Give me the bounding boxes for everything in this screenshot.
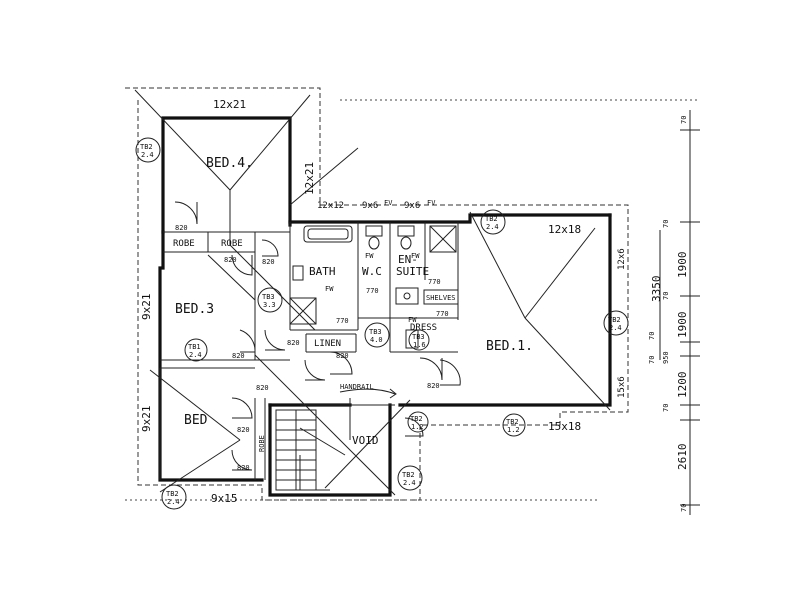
tag-tb2-bottom-left-value: 2.4 — [167, 498, 180, 506]
room-labels: BED.4. BED.3 BED BED.1. BATH W.C EN- SUI… — [173, 156, 533, 452]
dim-9x6-b-suffix: FV — [427, 199, 436, 207]
dim-12x21-side: 12x21 — [303, 162, 316, 195]
tag-tb2-right-value: 2.4 — [609, 324, 622, 332]
door-width: 770 — [436, 310, 449, 318]
door-width: 820 — [237, 426, 250, 434]
door-width: 820 — [224, 256, 237, 264]
door-width: 820 — [427, 382, 440, 390]
tag-tb1-value: 2.4 — [189, 351, 202, 359]
tag-tb2-middle: TB2 — [485, 215, 498, 223]
tag-tb2-lower-a: TB2 — [410, 415, 423, 423]
door-width: 820 — [232, 352, 245, 360]
dim-15x6: 15x6 — [617, 376, 627, 398]
room-label-bath: BATH — [309, 265, 336, 278]
dim-9x6-b: 9x6 — [404, 201, 420, 211]
tag-tb2-top-left-value: 2.4 — [141, 151, 154, 159]
scale-value: 70 — [680, 116, 688, 124]
fw-mark: FW — [411, 252, 420, 260]
scale-value: 1900 — [676, 252, 689, 279]
fixtures — [289, 225, 459, 349]
door-width: 820 — [237, 464, 250, 472]
dim-12x6: 12x6 — [617, 248, 627, 270]
tag-tb2-lower-a-value: 1.2 — [411, 423, 424, 431]
scale-value: 70 — [662, 404, 670, 412]
dim-12x18: 12x18 — [548, 223, 581, 236]
dim-9x6-a: 9x6 — [362, 201, 378, 211]
room-label-robe-vertical: ROBE — [258, 435, 266, 452]
interior-walls — [159, 222, 459, 480]
tag-tb3-left: TB3 — [262, 293, 275, 301]
tag-tb2-bottom-left: TB2 — [166, 490, 179, 498]
scale-labels: 70 70 1900 3350 70 1900 70 70 950 1200 7… — [648, 116, 689, 512]
room-label-suite: SUITE — [396, 265, 429, 278]
eave-outline — [125, 87, 700, 501]
room-label-linen: LINEN — [314, 339, 341, 349]
dim-12x21-top: 12x21 — [213, 98, 246, 111]
dim-12x12: 12x12 — [317, 201, 344, 211]
tag-tb2-top-left: TB2 — [140, 143, 153, 151]
scale-value: 70 — [648, 356, 656, 364]
door-width: 820 — [175, 224, 188, 232]
tag-tb3-dress-value: 1.6 — [413, 341, 426, 349]
room-label-robe-2: ROBE — [221, 239, 243, 249]
room-label-en: EN- — [398, 253, 418, 266]
room-label-bed3: BED.3 — [175, 302, 214, 317]
door-width: 820 — [287, 339, 300, 347]
tag-tb2-lower-b-value: 1.2 — [507, 426, 520, 434]
room-label-shelves: SHELVES — [426, 294, 456, 302]
room-label-dress: DRESS — [410, 323, 437, 333]
stair — [275, 388, 397, 491]
scale-value: 2610 — [676, 444, 689, 471]
room-label-robe-1: ROBE — [173, 239, 195, 249]
fixture-marks: FW FW FW FW — [325, 252, 420, 324]
dim-15x18: 15x18 — [548, 420, 581, 433]
fw-mark: FW — [365, 252, 374, 260]
fw-mark: FW — [325, 285, 334, 293]
tag-tb2-bottom-mid: TB2 — [402, 471, 415, 479]
tag-circles — [135, 137, 629, 510]
door-width: 820 — [336, 352, 349, 360]
door-width: 770 — [428, 278, 441, 286]
room-label-bed1: BED.1. — [486, 339, 533, 354]
dim-9x6-a-suffix: FV — [384, 199, 393, 207]
tag-tb1: TB1 — [188, 343, 201, 351]
tag-tb2-lower-b: TB2 — [506, 418, 519, 426]
fw-mark: FW — [408, 316, 417, 324]
tag-tb3-center-value: 4.0 — [370, 336, 383, 344]
scale-value: 1200 — [676, 372, 689, 399]
dim-9x21-b: 9x21 — [140, 406, 153, 433]
door-labels: 820 820 820 820 820 820 820 820 820 820 … — [175, 224, 449, 472]
tag-tb2-right: TB2 — [608, 316, 621, 324]
door-width: 770 — [336, 317, 349, 325]
dim-9x21-a: 9x21 — [140, 294, 153, 321]
scale-value: 70 — [662, 220, 670, 228]
scale-value: 950 — [662, 351, 670, 364]
tag-tb3-center: TB3 — [369, 328, 382, 336]
door-width: 820 — [256, 384, 269, 392]
dim-9x15: 9x15 — [211, 492, 238, 505]
room-label-bed4: BED.4. — [206, 156, 253, 171]
room-label-wc: W.C — [362, 265, 382, 278]
scale-value: 3350 — [650, 276, 663, 303]
tag-tb3-left-value: 3.3 — [263, 301, 276, 309]
tag-labels: TB2 2.4 TB2 2.4 TB2 2.4 TB1 2.4 TB3 3.3 … — [140, 143, 622, 506]
scale-value: 1900 — [676, 312, 689, 339]
tag-tb2-middle-value: 2.4 — [486, 223, 499, 231]
room-label-bed: BED — [184, 413, 208, 428]
door-swings — [174, 201, 461, 471]
label-handrail: HANDRAIL — [340, 383, 374, 391]
exterior-walls — [158, 116, 612, 497]
roof-hips — [134, 89, 611, 496]
door-width: 770 — [366, 287, 379, 295]
room-label-void: VOID — [352, 434, 379, 447]
scale-value: 70 — [648, 332, 656, 340]
scale-ruler — [659, 110, 700, 515]
scale-value: 70 — [680, 504, 688, 512]
scale-value: 70 — [662, 292, 670, 300]
tag-tb2-bottom-mid-value: 2.4 — [403, 479, 416, 487]
door-width: 820 — [262, 258, 275, 266]
tag-tb3-dress: TB3 — [412, 333, 425, 341]
dimension-labels: 12x21 12x21 12x12 9x6 FV 9x6 FV 12x18 12… — [140, 98, 627, 505]
